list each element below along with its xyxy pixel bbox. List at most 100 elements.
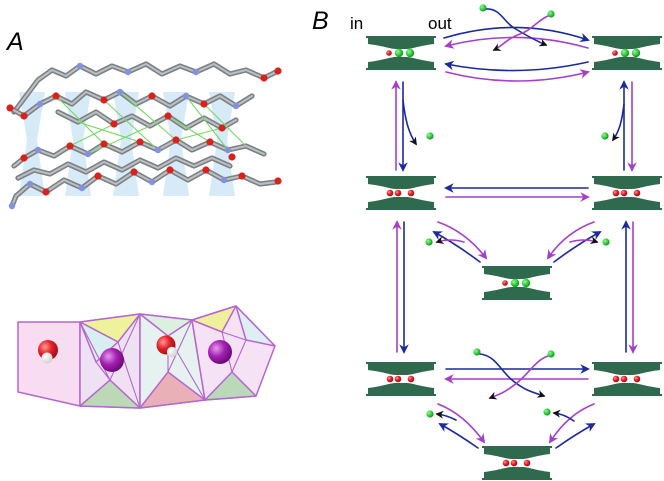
nitrogen-atom (116, 88, 124, 96)
water-dot (612, 375, 620, 383)
transition-lower-right-bottom (543, 403, 596, 449)
water-dot (407, 189, 415, 197)
nitrogen-atom (8, 202, 16, 210)
arrow-blue (553, 231, 602, 263)
hydrogen-bond (167, 115, 211, 143)
arrow-purple (437, 221, 488, 260)
hydrogen-bond (69, 123, 115, 147)
polyhedron-face (79, 379, 141, 409)
oxygen-atom (228, 153, 236, 161)
polyhedra-model (17, 305, 276, 409)
oxygen-atom (218, 124, 226, 132)
nitrogen-atom (34, 146, 42, 154)
cation-sphere (100, 348, 124, 372)
nitrogen-atom (192, 68, 200, 76)
free-ion-dot (602, 238, 610, 246)
water-dot (502, 459, 510, 467)
channel-state-top-left (366, 36, 436, 70)
ion-path-arrow (488, 355, 549, 400)
water-dot (510, 459, 518, 467)
ion-path-arrow (435, 236, 465, 244)
transition-lower-left-bottom (426, 403, 486, 449)
ion-path-arrow (569, 236, 599, 244)
water-dot (523, 459, 531, 467)
arrow-blue (438, 423, 479, 449)
hydrogen-bond (55, 95, 105, 145)
free-ion-dot (425, 238, 433, 246)
arrow-purple (546, 221, 595, 260)
hydrogen-dot (628, 191, 632, 195)
transition-middle-right-center (546, 221, 610, 263)
oxygen-atom (42, 188, 50, 196)
ion-path-arrow (479, 353, 546, 398)
nitrogen-atom (232, 102, 240, 110)
backbone-sticks (10, 64, 276, 206)
ion-path-arrow (435, 410, 457, 421)
hydrogen-bond (103, 99, 159, 151)
water-dot (386, 50, 392, 56)
oxygen-atom (20, 112, 28, 120)
nitrogen-atom (84, 150, 92, 158)
ion-path-arrow (485, 8, 548, 47)
water-dot (386, 189, 394, 197)
hydrogen-bond (175, 127, 223, 141)
nitrogen-atoms (8, 62, 240, 210)
water-dot (386, 375, 394, 383)
free-ion-dot (601, 132, 609, 140)
hydrogen-bond (185, 95, 229, 151)
transition-right-lower (621, 220, 638, 354)
arrow-purple (437, 403, 486, 444)
transition-top (443, 4, 590, 82)
oxygen-atom (260, 74, 268, 82)
arrow-purple (445, 69, 590, 82)
water-dot (612, 50, 618, 56)
nitrogen-atom (124, 68, 132, 76)
arrow-blue (444, 60, 589, 72)
arrow-blue (443, 26, 590, 43)
oxygen-atom (238, 172, 246, 180)
oxygen-atom (100, 96, 108, 104)
water-dot (633, 189, 641, 197)
channel-state-lower-right (592, 362, 662, 396)
transition-left-lower (392, 220, 409, 354)
ion-dot (394, 48, 404, 58)
oxygen-atom (274, 67, 282, 75)
oxygen-atom (136, 138, 144, 146)
panel-a: A (5, 28, 282, 409)
channel-state-lower-left (366, 362, 436, 396)
water-molecule (38, 340, 58, 364)
free-ion-dot (473, 348, 481, 356)
oxygen-atom (148, 92, 156, 100)
water-dot (394, 189, 402, 197)
ion-path-arrow (612, 103, 625, 142)
oxygen-atom (166, 166, 174, 174)
free-ion-dot (426, 132, 434, 140)
cation-sphere (208, 340, 232, 364)
hydrogen-bond (77, 121, 141, 143)
oxygen-atom (274, 177, 282, 185)
side-in-label: in (350, 14, 363, 33)
channel-state-top-right (592, 36, 662, 70)
oxygen-atom (66, 142, 74, 150)
nitrogen-atom (76, 62, 84, 70)
nitrogen-atom (36, 100, 44, 108)
nitrogen-atom (224, 146, 232, 154)
ion-path-arrow (552, 409, 575, 422)
free-ion-dot (547, 350, 555, 358)
water-molecule (156, 335, 178, 358)
hydrogen-sphere (41, 352, 53, 364)
water-dot (407, 375, 415, 383)
oxygen-atom (202, 166, 210, 174)
nitrogen-atom (26, 180, 34, 188)
water-dot (620, 375, 628, 383)
water-dot (612, 189, 620, 197)
polyhedron-face (204, 371, 257, 401)
nitrogen-atom (148, 178, 156, 186)
panel-b-label: B (312, 7, 329, 35)
channel-state-center (482, 266, 552, 300)
oxygen-atom (100, 140, 108, 148)
oxygen-atom (130, 168, 138, 176)
oxygen-atom (52, 92, 60, 100)
oxygen-atoms (6, 67, 282, 196)
polyhedron-face (191, 305, 237, 333)
